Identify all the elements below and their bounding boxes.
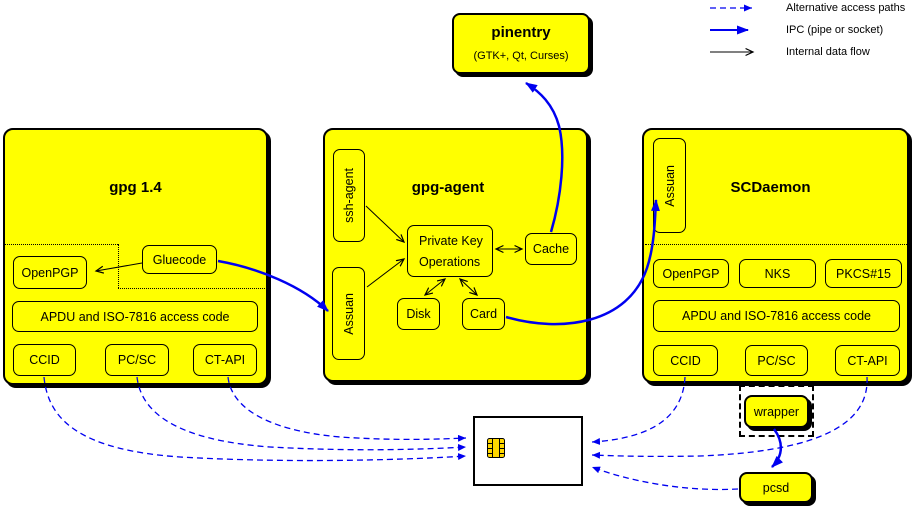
scdaemon-nks-module: NKS: [739, 259, 816, 288]
cache-module: Cache: [525, 233, 577, 265]
scdaemon-ctapi-module: CT-API: [835, 345, 900, 376]
scdaemon-pcsc-module: PC/SC: [745, 345, 808, 376]
gpg14-dotted-bottom: [118, 288, 267, 289]
gpg14-title: gpg 1.4: [109, 179, 162, 196]
wrapper-box: wrapper: [744, 395, 809, 428]
scdaemon-title: SCDaemon: [730, 179, 811, 196]
gpg14-openpgp-module: OpenPGP: [13, 256, 87, 289]
pcsd-box: pcsd: [739, 472, 813, 503]
pko-line2: Operations: [419, 254, 481, 269]
pko-line1: Private Key: [419, 233, 483, 248]
gpg-agent-ssh-agent-module: ssh-agent: [333, 149, 365, 242]
smartcard: [473, 416, 583, 486]
gpg14-gluecode-module: Gluecode: [142, 245, 217, 274]
alt-gpg14-ccid-to-card: [43, 376, 467, 462]
assuan-label: Assuan: [341, 292, 356, 335]
scdaemon-ccid-module: CCID: [653, 345, 718, 376]
gpg14-ccid-module: CCID: [13, 344, 76, 376]
legend-internal-label: Internal data flow: [786, 46, 870, 58]
gpg-agent-title: gpg-agent: [411, 179, 485, 196]
alt-scdaemon-ccid-to-card: [591, 376, 686, 445]
scdaemon-dotted: [645, 244, 907, 245]
pinentry-subtitle: (GTK+, Qt, Curses): [473, 50, 569, 62]
disk-module: Disk: [397, 298, 440, 330]
ssh-agent-label: ssh-agent: [342, 168, 356, 223]
card-module: Card: [462, 298, 505, 330]
gpg14-pcsc-module: PC/SC: [105, 344, 169, 376]
smartcard-chip-icon: [487, 438, 505, 458]
legend-ipc-label: IPC (pipe or socket): [786, 24, 884, 36]
gpg14-dotted-top: [4, 244, 118, 245]
private-key-operations-module: Private Key Operations: [407, 225, 493, 277]
gpg14-ctapi-module: CT-API: [193, 344, 257, 376]
gpg-agent-assuan-module: Assuan: [332, 267, 365, 360]
alt-gpg14-ctapi-to-card: [227, 376, 467, 442]
alt-pcsd-to-card: [591, 466, 739, 491]
scdaemon-pkcs15-module: PKCS#15: [825, 259, 902, 288]
scdaemon-apdu-module: APDU and ISO-7816 access code: [653, 300, 900, 332]
alt-gpg14-pcsc-to-card: [136, 376, 467, 451]
legend-alt-label: Alternative access paths: [786, 2, 906, 14]
alt-scdaemon-ctapi-to-card: [591, 376, 868, 459]
gpg14-dotted-side: [118, 244, 119, 288]
assuan-label: Assuan: [662, 164, 677, 207]
scdaemon-assuan-module: Assuan: [653, 138, 686, 233]
gpg14-apdu-module: APDU and ISO-7816 access code: [12, 301, 258, 332]
scdaemon-openpgp-module: OpenPGP: [653, 259, 729, 288]
pinentry-box: [452, 13, 590, 74]
pinentry-title: pinentry: [491, 24, 551, 41]
